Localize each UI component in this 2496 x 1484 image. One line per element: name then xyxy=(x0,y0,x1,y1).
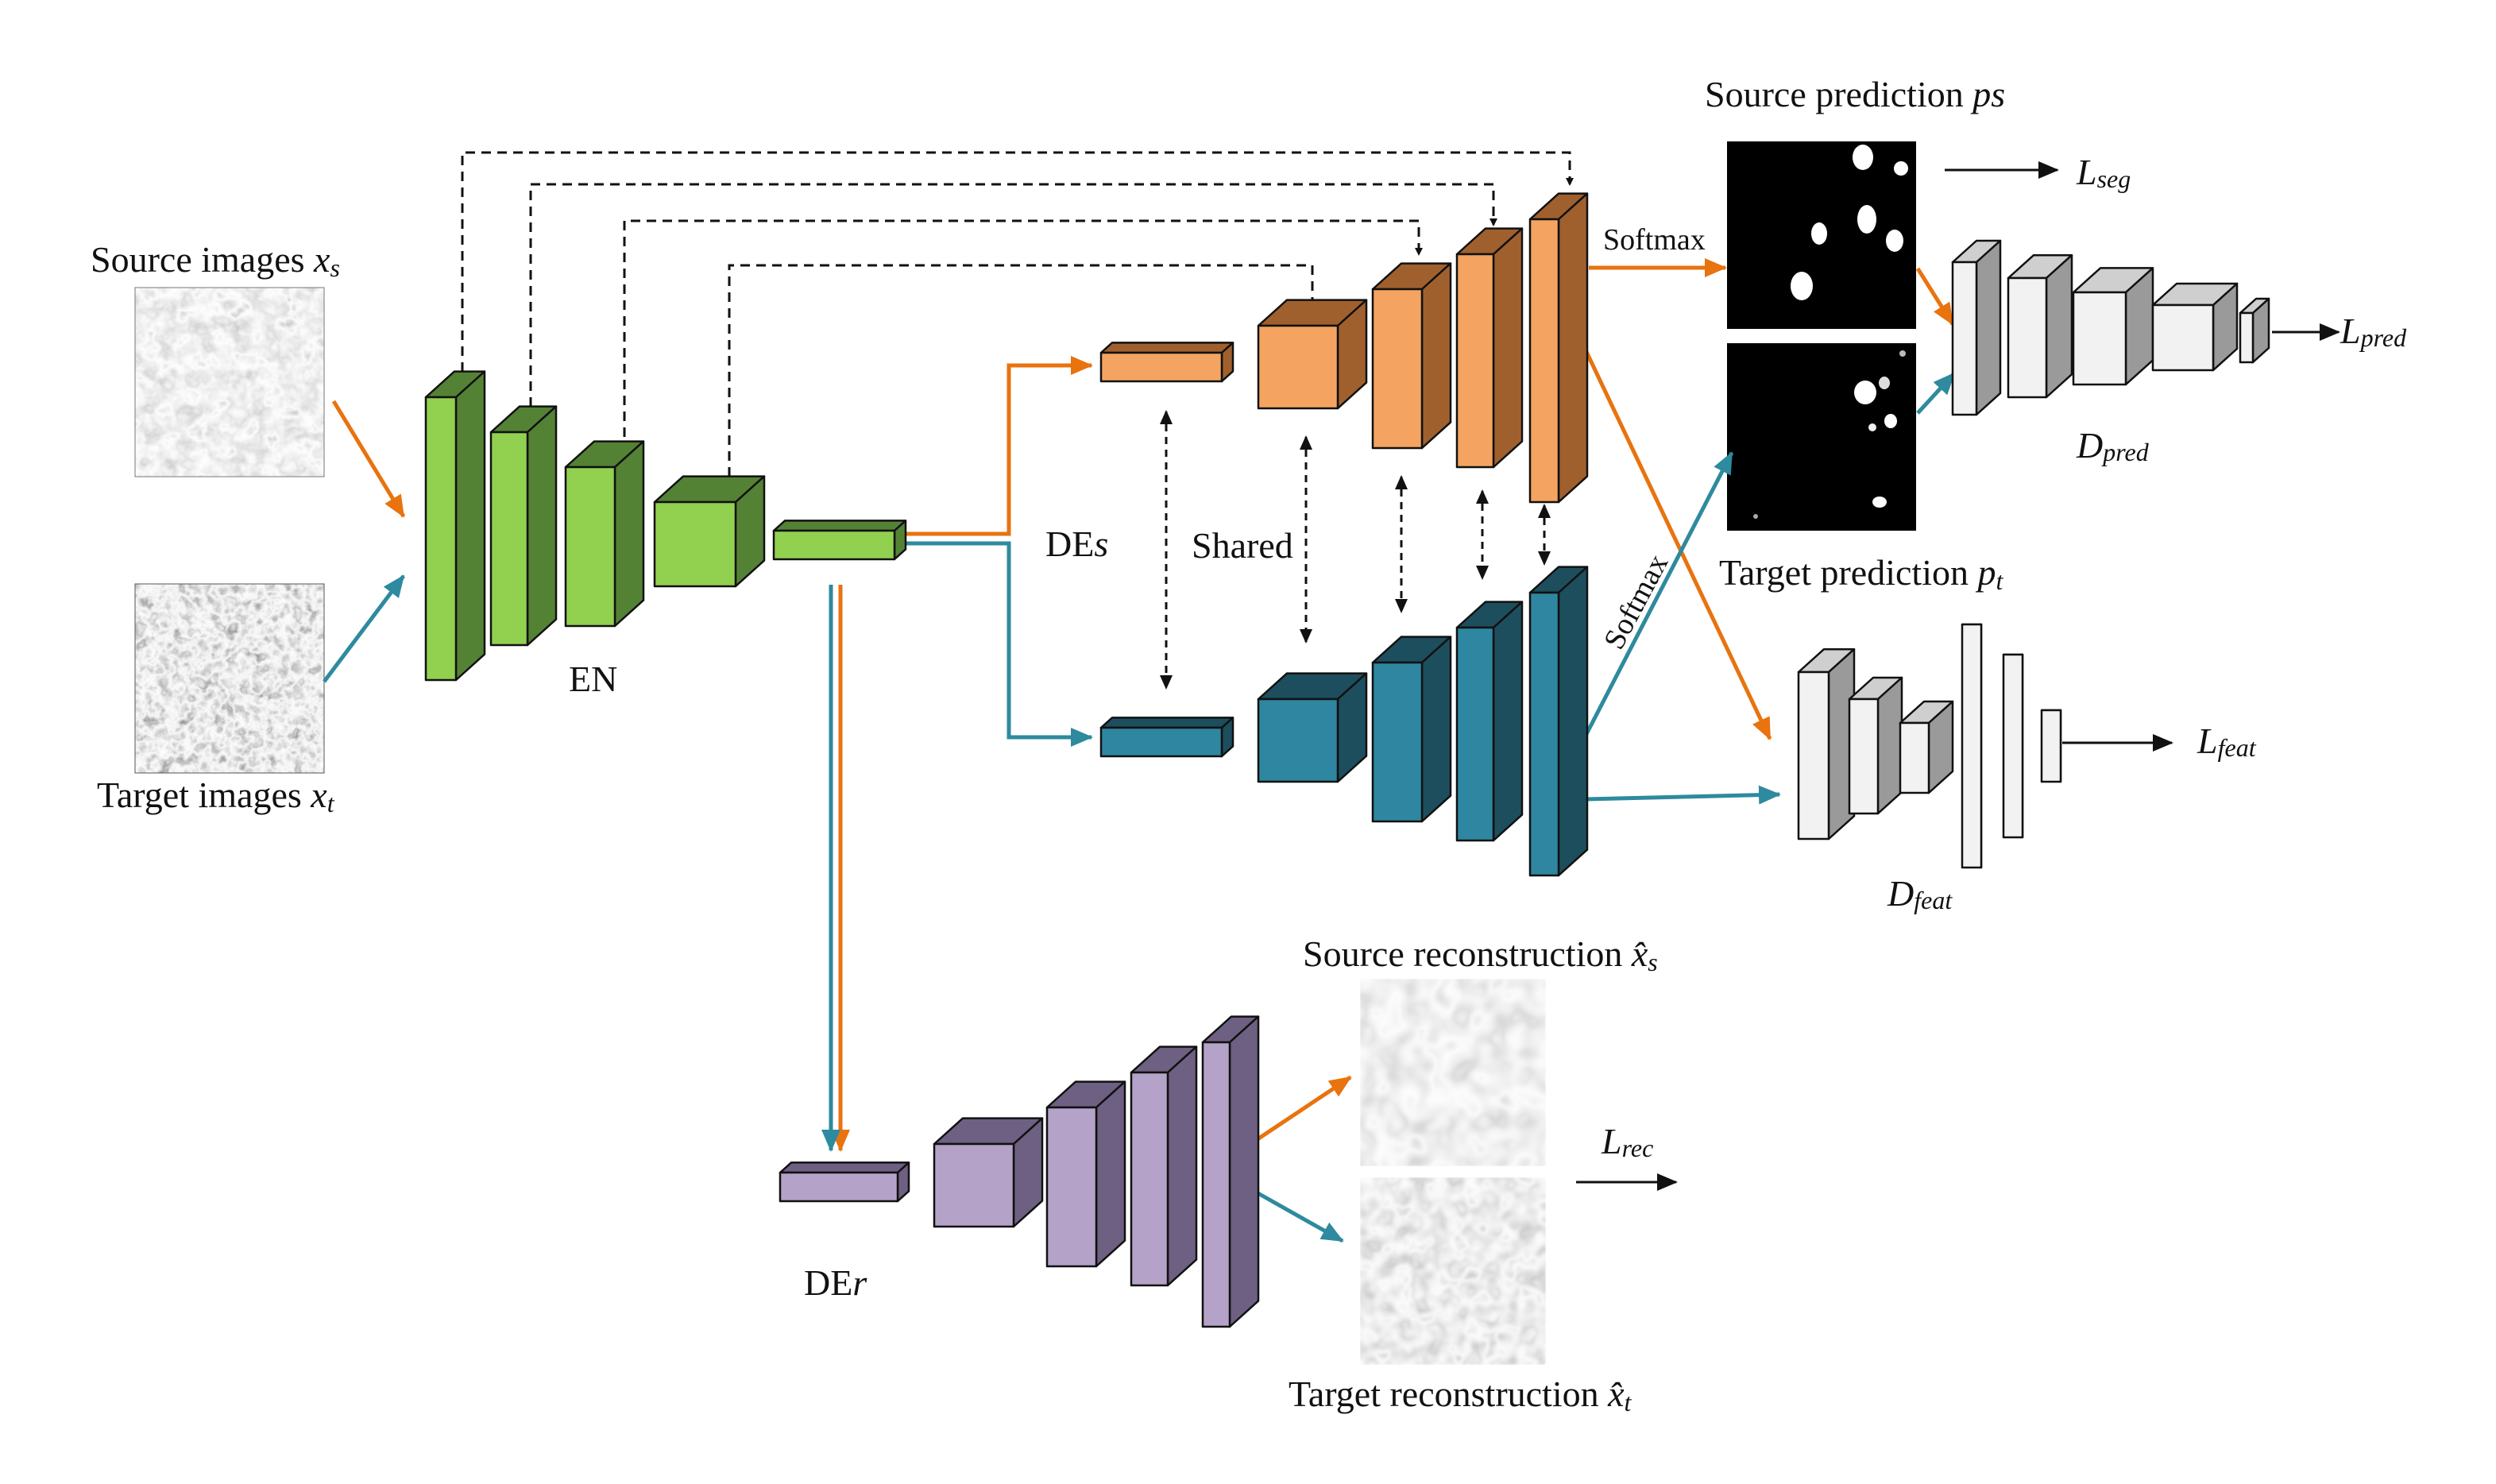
source-prediction-label: Source prediction ps xyxy=(1705,74,2005,114)
decoder-t-block-2 xyxy=(1257,672,1368,783)
source-prediction-image xyxy=(1727,141,1916,329)
encoder-block-3 xyxy=(564,440,645,628)
network-blocks xyxy=(424,192,2270,1328)
source-image xyxy=(134,287,325,477)
target-image xyxy=(134,583,325,774)
softmax-top-label: Softmax xyxy=(1603,223,1706,257)
d-feat-label: Dfeat xyxy=(1887,873,1953,914)
decoder-s-label: DEs xyxy=(1045,524,1108,564)
decoder-s-block-2 xyxy=(1257,299,1368,410)
loss-rec-label: Lrec xyxy=(1601,1121,1653,1162)
encoder-block-4 xyxy=(653,475,766,588)
source-reconstruction-label: Source reconstruction x̂s xyxy=(1303,933,1658,976)
decoder-t-block-5 xyxy=(1528,566,1589,877)
d-feat-block-3 xyxy=(1899,700,1954,794)
loss-feat-label: Lfeat xyxy=(2197,721,2257,762)
decoder-s-block-5 xyxy=(1528,192,1589,504)
d-pred-block-3 xyxy=(2072,267,2154,386)
target-images-label: Target images xt xyxy=(97,775,335,817)
target-reconstruction-label: Target reconstruction x̂t xyxy=(1289,1374,1632,1416)
target-prediction-image xyxy=(1727,343,1916,531)
d-pred-block-5 xyxy=(2239,297,2270,364)
d-pred-label: Dpred xyxy=(2076,425,2150,466)
source-images-label: Source images xs xyxy=(91,239,340,282)
decoder-s-block-4 xyxy=(1455,227,1524,469)
encoder-block-2 xyxy=(489,405,558,647)
target-flow-arrows xyxy=(323,372,1956,1243)
decoder-t-block-4 xyxy=(1455,601,1524,842)
loss-seg-label: Lseg xyxy=(2076,152,2131,193)
encoder-block-1 xyxy=(424,370,486,682)
decoder-s-block-3 xyxy=(1371,262,1452,450)
decoder-t-block-3 xyxy=(1371,636,1452,823)
shared-label: Shared xyxy=(1192,525,1293,566)
target-prediction-label: Target prediction pt xyxy=(1719,552,2003,595)
encoder-label: EN xyxy=(569,659,617,699)
d-pred-block-1 xyxy=(1951,239,2002,416)
d-feat-block-4 xyxy=(1961,623,1983,869)
decoder-r-block-2 xyxy=(933,1117,1044,1228)
source-flow-arrows xyxy=(331,258,1955,1152)
shared-weight-arrows xyxy=(1160,410,1551,690)
d-pred-block-2 xyxy=(2007,253,2073,399)
target-reconstruction-image xyxy=(1360,1177,1546,1365)
decoder-r-label: DEr xyxy=(804,1262,867,1303)
d-pred-block-4 xyxy=(2151,282,2239,372)
decoder-r-block-1 xyxy=(779,1161,910,1203)
skip-connections xyxy=(461,151,1574,477)
decoder-r-block-4 xyxy=(1130,1045,1198,1287)
decoder-t-block-1 xyxy=(1099,717,1234,758)
decoder-r-block-5 xyxy=(1201,1015,1260,1328)
source-reconstruction-image xyxy=(1360,979,1546,1166)
d-feat-block-2 xyxy=(1848,676,1903,815)
d-feat-block-6 xyxy=(2040,709,2062,783)
d-feat-block-5 xyxy=(2002,653,2024,839)
loss-arrows xyxy=(1576,161,2340,1191)
d-feat-block-1 xyxy=(1797,647,1856,841)
loss-pred-label: Lpred xyxy=(2340,311,2407,352)
encoder-bottleneck xyxy=(772,520,907,561)
decoder-r-block-3 xyxy=(1045,1080,1126,1268)
decoder-s-block-1 xyxy=(1099,342,1234,383)
